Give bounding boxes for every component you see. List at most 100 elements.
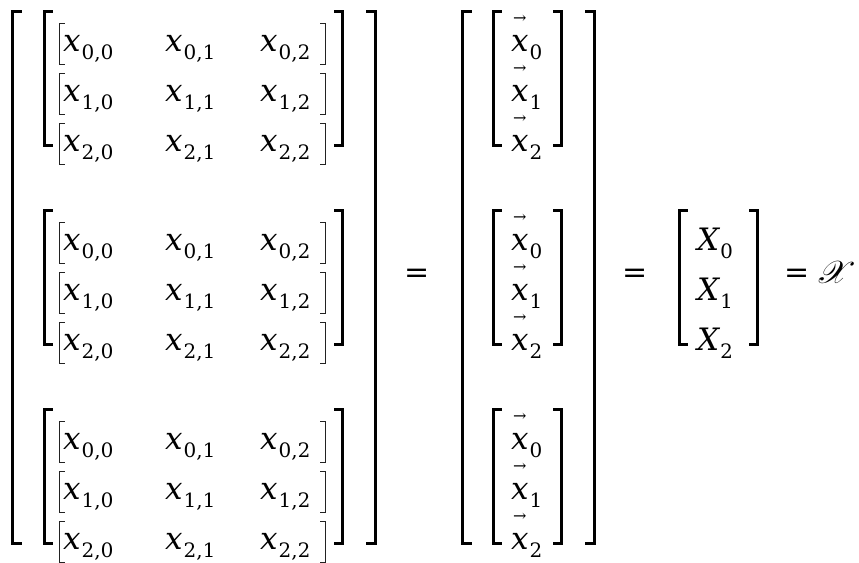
vector-subscript: 1 bbox=[529, 488, 543, 512]
matrix-entry: x2,1 bbox=[165, 126, 215, 163]
matrix-entry: x0,0 bbox=[63, 225, 113, 262]
vector-entry: x→1 bbox=[511, 259, 542, 312]
entry-subscript: 0,2 bbox=[278, 239, 311, 263]
entry-subscript: 0,0 bbox=[81, 438, 114, 462]
entry-subscript: 2,1 bbox=[183, 339, 216, 363]
matrix-entry: x0,0 bbox=[63, 23, 113, 63]
vector-arrow-icon: → bbox=[513, 307, 527, 326]
vector-symbol: x→ bbox=[511, 508, 528, 555]
capital-subscript: 1 bbox=[720, 289, 733, 313]
vector-1-right-bracket bbox=[553, 10, 563, 147]
capital-vector-right-bracket bbox=[749, 209, 759, 346]
vector-subscript: 2 bbox=[529, 140, 543, 164]
entry-subscript: 2,2 bbox=[278, 538, 311, 562]
tensor-symbol: 𝒳 bbox=[818, 253, 846, 291]
row-left-bracket bbox=[59, 23, 65, 65]
row-right-bracket bbox=[320, 322, 326, 364]
entry-base: x bbox=[165, 222, 183, 258]
outer-left-bracket-2 bbox=[461, 10, 472, 545]
entry-base: x bbox=[63, 521, 81, 557]
vector-symbol: x→ bbox=[511, 259, 528, 306]
entry-subscript: 0,0 bbox=[81, 239, 114, 263]
row-right-bracket bbox=[320, 123, 326, 165]
entry-base: x bbox=[260, 222, 278, 258]
matrix-entry: x2,0 bbox=[63, 521, 113, 561]
vector-base: x bbox=[511, 471, 529, 507]
vector-entry: x→0 bbox=[511, 209, 542, 262]
capital-entry: X1 bbox=[697, 272, 733, 312]
entry-subscript: 1,0 bbox=[81, 488, 114, 512]
vector-arrow-icon: → bbox=[513, 8, 527, 27]
vector-entry: x→1 bbox=[511, 458, 542, 511]
matrix-entry: x1,0 bbox=[63, 275, 113, 312]
matrix-entry: x1,2 bbox=[260, 272, 310, 312]
capital-vector-left-bracket bbox=[678, 209, 688, 346]
entry-subscript: 2,1 bbox=[183, 538, 216, 562]
row-right-bracket bbox=[320, 471, 326, 513]
vector-subscript: 1 bbox=[529, 90, 543, 114]
entry-base: x bbox=[165, 521, 183, 557]
entry-base: x bbox=[165, 322, 183, 358]
matrix-1-left-bracket bbox=[43, 10, 53, 147]
entry-base: x bbox=[165, 23, 183, 59]
vector-entry: x→2 bbox=[511, 309, 542, 362]
vector-subscript: 0 bbox=[529, 438, 543, 462]
matrix-entry: x0,2 bbox=[260, 23, 310, 63]
vector-entry: x→2 bbox=[511, 508, 542, 561]
vector-symbol: x→ bbox=[511, 309, 528, 356]
entry-subscript: 2,2 bbox=[278, 140, 311, 164]
vector-symbol: x→ bbox=[511, 10, 529, 59]
vector-subscript: 0 bbox=[529, 40, 543, 64]
row-left-bracket bbox=[59, 123, 65, 165]
row-left-bracket bbox=[59, 421, 65, 463]
vector-symbol: x→ bbox=[511, 408, 529, 457]
row-right-bracket bbox=[320, 23, 326, 65]
vector-base: x bbox=[511, 73, 529, 109]
vector-symbol: x→ bbox=[511, 60, 529, 109]
vector-symbol: x→ bbox=[511, 110, 528, 157]
entry-base: x bbox=[165, 471, 183, 507]
vector-base: x bbox=[511, 23, 529, 59]
matrix-2-left-bracket bbox=[43, 209, 53, 346]
vector-arrow-icon: → bbox=[513, 257, 527, 276]
row-left-bracket bbox=[59, 471, 65, 513]
row-right-bracket bbox=[320, 222, 326, 264]
capital-entry: X0 bbox=[697, 225, 733, 262]
vector-base: x bbox=[511, 421, 529, 457]
entry-base: x bbox=[260, 521, 278, 557]
entry-base: x bbox=[63, 123, 81, 159]
entry-subscript: 1,2 bbox=[278, 90, 311, 114]
row-left-bracket bbox=[59, 73, 65, 115]
capital-subscript: 0 bbox=[720, 239, 733, 263]
entry-base: x bbox=[63, 23, 81, 59]
vector-subscript: 0 bbox=[529, 239, 543, 263]
vector-arrow-icon: → bbox=[513, 58, 527, 77]
matrix-entry: x1,1 bbox=[165, 76, 215, 113]
entry-base: x bbox=[63, 322, 81, 358]
capital-subscript: 2 bbox=[720, 339, 733, 363]
entry-base: x bbox=[260, 421, 278, 457]
entry-base: x bbox=[260, 123, 278, 159]
entry-base: x bbox=[260, 272, 278, 308]
matrix-entry: x2,2 bbox=[260, 521, 310, 561]
entry-subscript: 1,2 bbox=[278, 488, 311, 512]
entry-subscript: 1,0 bbox=[81, 90, 114, 114]
row-left-bracket bbox=[59, 322, 65, 364]
equals-sign-3: = bbox=[784, 255, 810, 290]
vector-subscript: 1 bbox=[529, 289, 543, 313]
entry-subscript: 2,0 bbox=[81, 140, 114, 164]
row-right-bracket bbox=[320, 521, 326, 563]
matrix-entry: x1,2 bbox=[260, 474, 310, 511]
entry-subscript: 1,2 bbox=[278, 289, 311, 313]
entry-subscript: 2,0 bbox=[81, 538, 114, 562]
vector-entry: x→0 bbox=[511, 408, 542, 461]
matrix-entry: x0,2 bbox=[260, 421, 310, 461]
capital-base: X bbox=[697, 272, 720, 308]
matrix-1-right-bracket bbox=[334, 10, 344, 147]
entry-subscript: 0,0 bbox=[81, 40, 114, 64]
row-right-bracket bbox=[320, 272, 326, 314]
entry-base: x bbox=[260, 23, 278, 59]
matrix-entry: x2,1 bbox=[165, 322, 215, 362]
row-right-bracket bbox=[320, 73, 326, 115]
entry-subscript: 1,1 bbox=[183, 488, 216, 512]
